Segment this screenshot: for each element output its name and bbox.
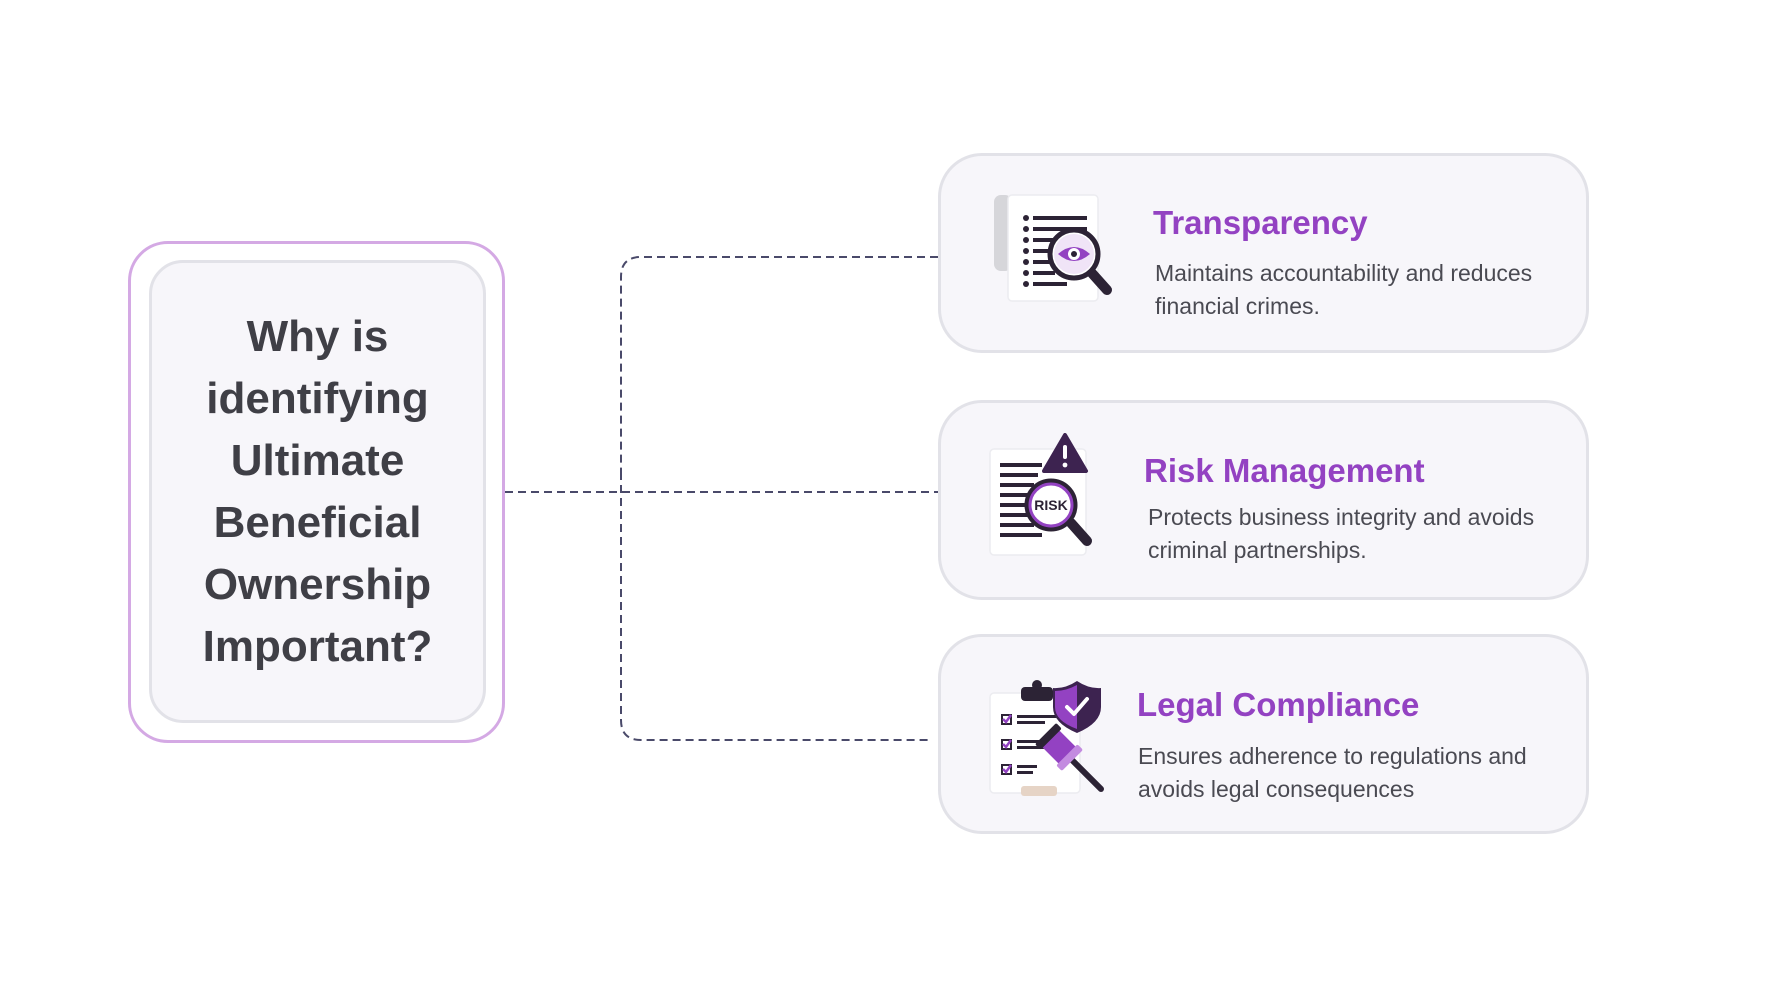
benefit-title-legal-compliance: Legal Compliance [1137,686,1420,723]
checklist-gavel-shield-icon [989,680,1104,796]
benefit-description-risk-management: Protects business integrity and avoids c… [1148,504,1535,563]
benefit-card-transparency: Transparency Maintains accountability an… [938,153,1589,353]
risk-magnifier-warning-icon: RISK [989,433,1092,556]
benefit-title-transparency: Transparency [1153,204,1368,241]
document-search-eye-icon [994,194,1112,302]
connector-line-legal [620,472,930,741]
benefit-description-legal-compliance: Ensures adherence to regulations and avo… [1138,743,1527,802]
connector-line-transparency [620,256,938,472]
risk-icon-label: RISK [1034,497,1067,513]
question-box: Why is identifying Ultimate Beneficial O… [149,260,486,723]
benefit-title-risk-management: Risk Management [1144,452,1425,489]
question-title: Why is identifying Ultimate Beneficial O… [202,311,433,671]
benefit-card-risk-management: RISK Risk Management Protects business i… [938,400,1589,600]
benefit-description-transparency: Maintains accountability and reduces fin… [1155,260,1533,319]
benefit-card-legal-compliance: Legal Compliance Ensures adherence to re… [938,634,1589,834]
